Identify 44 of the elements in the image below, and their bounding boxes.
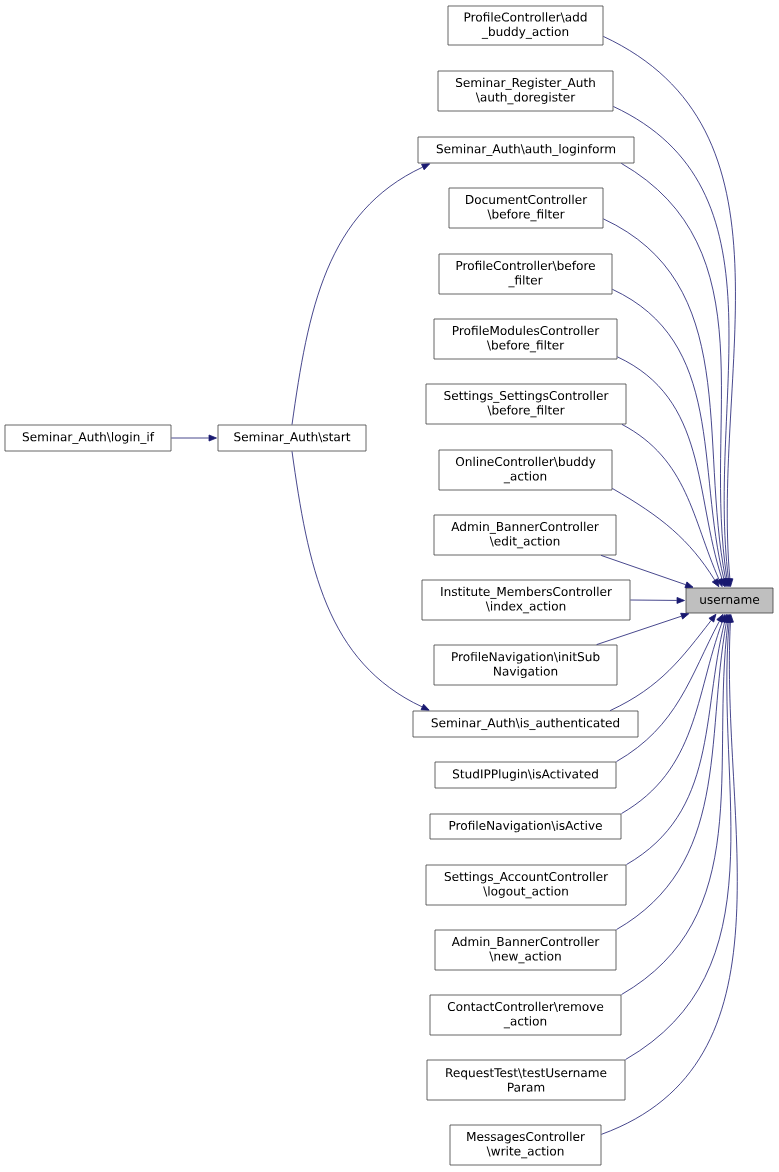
arrow <box>600 555 694 589</box>
function-box: ProfileNavigation\initSub Navigation <box>433 644 618 686</box>
function-box: Seminar_Auth\auth_loginform <box>417 136 635 164</box>
arrow <box>626 614 728 865</box>
arrow <box>625 614 733 1060</box>
function-box: Seminar_Register_Auth \auth_doregister <box>437 70 614 112</box>
arrow <box>621 614 732 995</box>
arrow <box>617 356 726 587</box>
arrow <box>291 451 430 711</box>
arrow <box>603 36 736 587</box>
arrow <box>609 613 717 711</box>
selected-function-box: username <box>685 587 774 614</box>
arrow <box>630 597 685 604</box>
function-box: Seminar_Auth\is_authenticated <box>412 710 639 738</box>
function-box: Admin_BannerController \edit_action <box>433 514 617 556</box>
arrow <box>612 488 720 588</box>
arrow <box>612 288 728 587</box>
arrow <box>621 424 723 587</box>
function-box: RequestTest\testUsername Param <box>426 1059 626 1101</box>
function-box: ProfileController\before _filter <box>438 253 613 295</box>
arrow <box>616 614 730 930</box>
function-box: Seminar_Auth\login_if <box>4 424 172 452</box>
arrow <box>171 434 217 442</box>
function-box: ProfileModulesController \before_filter <box>433 318 618 360</box>
function-box: OnlineController\buddy _action <box>438 449 613 491</box>
arrow <box>291 163 431 425</box>
arrow <box>620 163 731 587</box>
arrow <box>601 614 738 1135</box>
function-box: DocumentController \before_filter <box>448 187 604 229</box>
function-box: StudIPPlugin\isActivated <box>434 761 617 789</box>
function-box: ContactController\remove _action <box>429 994 622 1036</box>
function-box: Institute_MembersController \index_action <box>421 579 631 621</box>
arrow <box>596 612 690 645</box>
arrow <box>613 106 732 587</box>
function-box: ProfileNavigation\isActive <box>429 813 622 840</box>
arrow <box>603 218 729 587</box>
arrow <box>616 614 724 762</box>
function-box: ProfileController\add _buddy_action <box>447 5 604 46</box>
function-box: Seminar_Auth\start <box>217 424 367 452</box>
function-box: Admin_BannerController \new_action <box>434 929 617 971</box>
function-box: Settings_SettingsController \before_filter <box>425 383 627 425</box>
function-box: Settings_AccountController \logout_action <box>425 864 627 906</box>
arrow <box>621 614 726 814</box>
function-box: MessagesController \write_action <box>449 1124 602 1166</box>
